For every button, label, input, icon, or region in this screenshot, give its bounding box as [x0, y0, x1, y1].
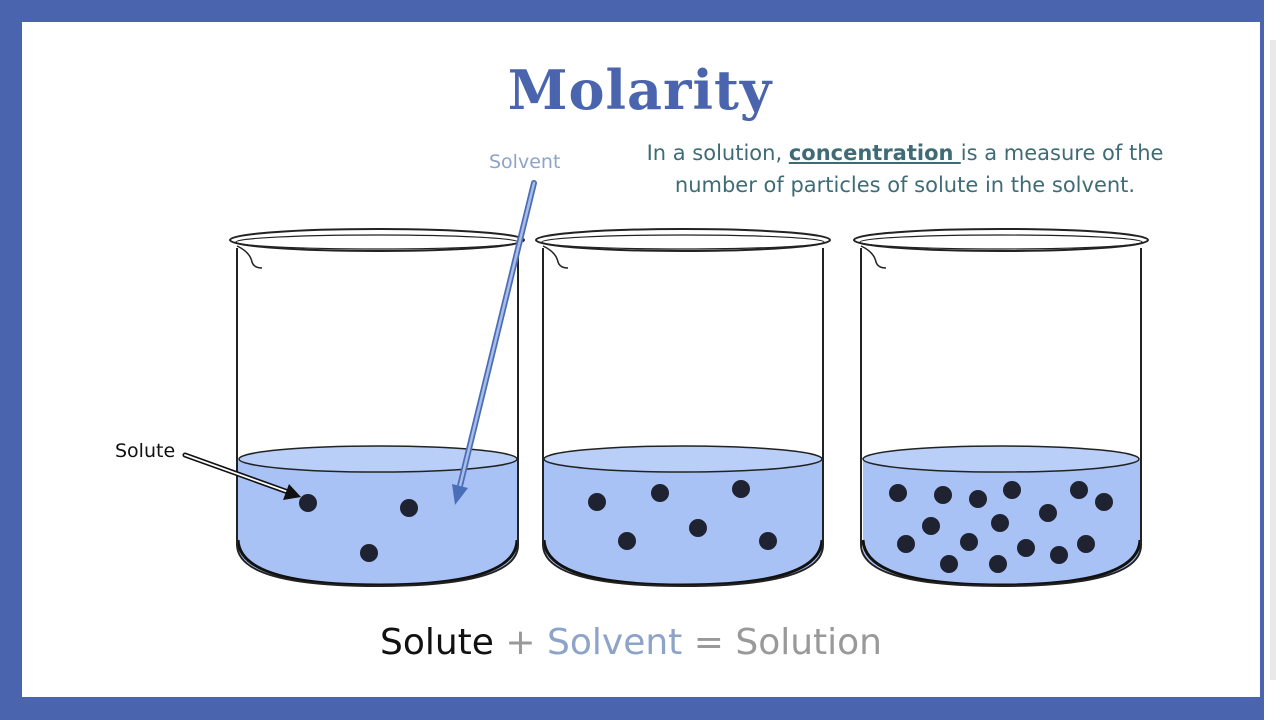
beaker-2-rim	[535, 228, 831, 252]
solvent-label: Solvent	[489, 151, 561, 173]
beaker-3-rim-inner	[859, 234, 1143, 250]
particle	[1050, 546, 1068, 564]
beaker-3	[853, 228, 1149, 588]
particle	[299, 494, 317, 512]
particle	[1017, 539, 1035, 557]
particle	[1095, 493, 1113, 511]
beaker-3-particles	[889, 481, 1113, 573]
slide-title: Molarity	[507, 58, 773, 122]
beaker-1	[229, 228, 525, 588]
beaker-1-liquid-surface	[238, 445, 518, 473]
particle	[969, 490, 987, 508]
particle	[732, 480, 750, 498]
solute-label: Solute	[115, 440, 176, 462]
equation-plus: +	[493, 622, 548, 663]
particle	[989, 555, 1007, 573]
particle	[360, 544, 378, 562]
particle	[1077, 535, 1095, 553]
particle	[618, 532, 636, 550]
particle	[689, 519, 707, 537]
particle	[897, 535, 915, 553]
definition-rest: is a measure of the number of particles …	[674, 141, 1164, 197]
solution-equation: Solute + Solvent = Solution	[0, 622, 1262, 663]
particle	[991, 514, 1009, 532]
equation-solute: Solute	[379, 622, 494, 663]
equation-solution: Solution	[735, 622, 882, 663]
beaker-1-particles	[299, 494, 418, 562]
beaker-1-rim	[229, 228, 525, 252]
beaker-1-wall	[236, 248, 519, 588]
equation-equals: =	[682, 622, 736, 663]
particle	[651, 484, 669, 502]
particle	[1039, 504, 1057, 522]
beaker-3-rim	[853, 228, 1149, 252]
particle	[889, 484, 907, 502]
particle	[1003, 481, 1021, 499]
equation-solvent: Solvent	[547, 622, 683, 663]
beaker-2-liquid-surface	[543, 445, 823, 473]
definition-intro: In a solution,	[646, 141, 789, 165]
beaker-1-rim-inner	[235, 234, 519, 250]
beaker-3-spout	[860, 245, 887, 269]
particle	[960, 533, 978, 551]
particle	[588, 493, 606, 511]
particle	[934, 486, 952, 504]
solvent-arrow	[452, 180, 537, 505]
particle	[940, 555, 958, 573]
concentration-definition: In a solution, concentration is a measur…	[640, 137, 1170, 201]
particle	[922, 517, 940, 535]
particle	[1070, 481, 1088, 499]
particle	[759, 532, 777, 550]
scrollbar-thumb[interactable]	[1270, 40, 1276, 680]
beaker-2-spout	[542, 245, 569, 269]
beaker-2-particles	[588, 480, 777, 550]
beaker-2	[535, 228, 831, 588]
beaker-3-liquid-surface	[862, 445, 1140, 473]
particle	[400, 499, 418, 517]
beaker-2-wall	[542, 248, 824, 588]
beaker-3-wall	[860, 248, 1142, 588]
definition-keyword: concentration	[788, 141, 961, 165]
beaker-2-liquid	[544, 460, 822, 585]
beaker-1-liquid	[238, 460, 517, 585]
beaker-1-spout	[236, 245, 263, 269]
beaker-2-rim-inner	[541, 234, 825, 250]
solute-arrow	[182, 452, 301, 500]
